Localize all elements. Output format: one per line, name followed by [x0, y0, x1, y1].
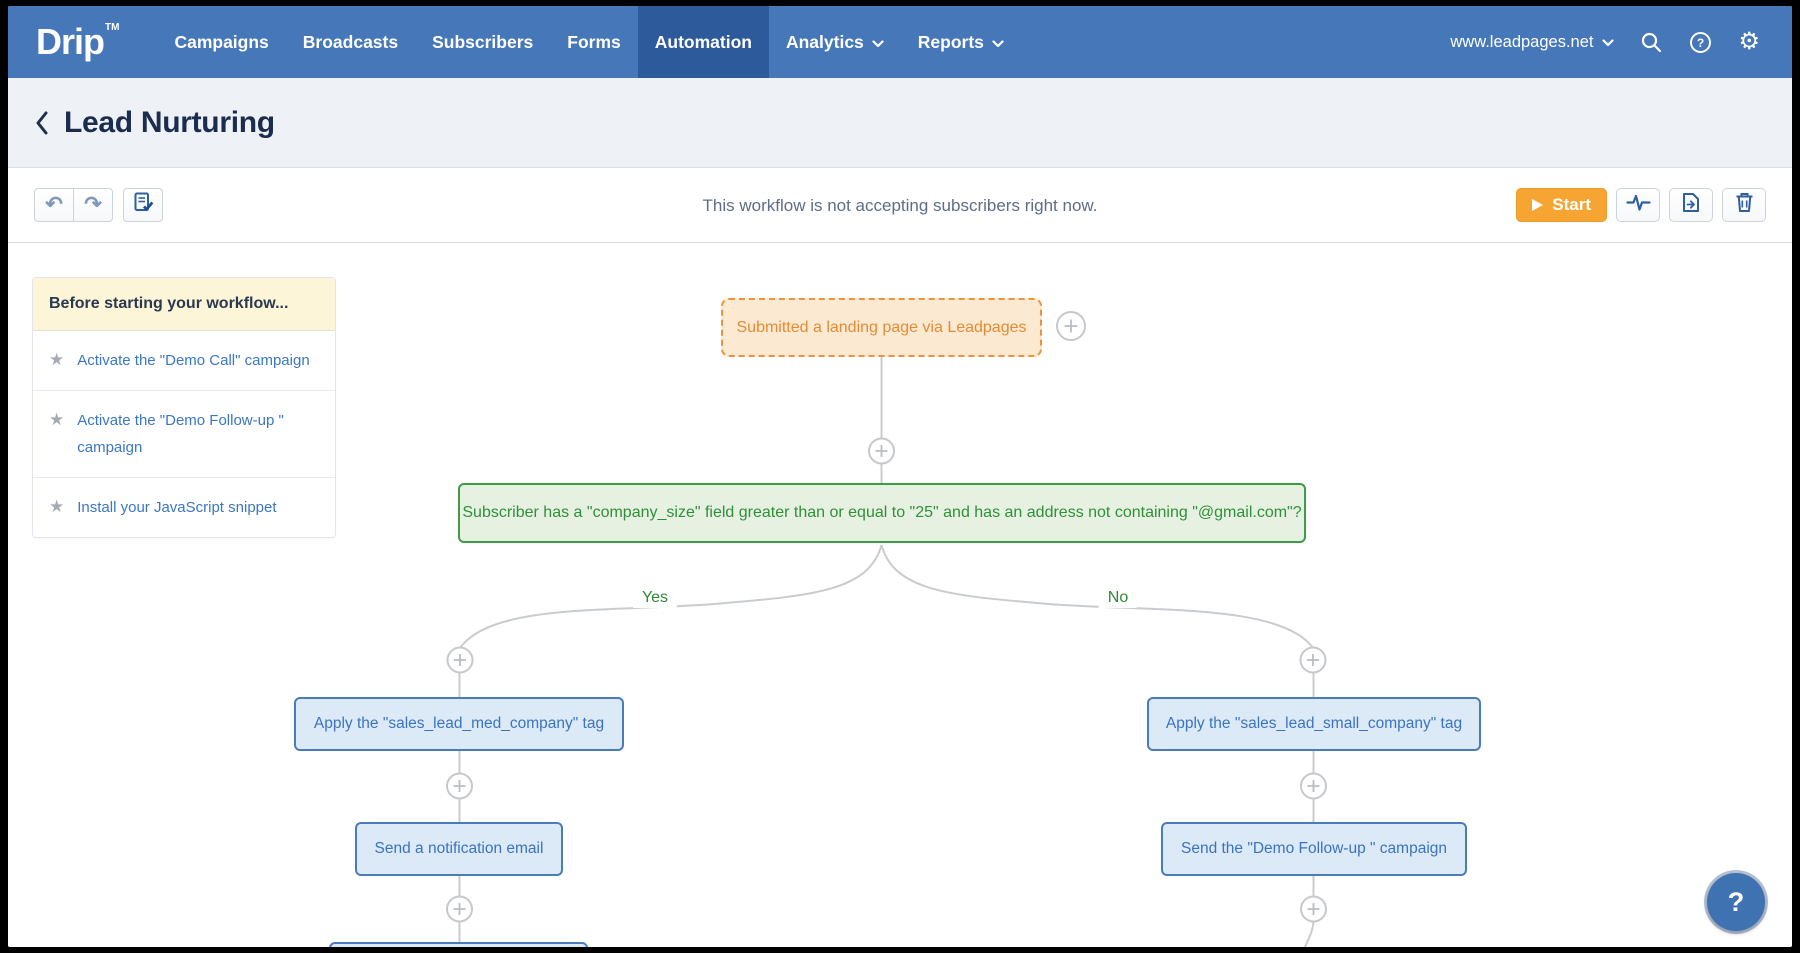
- delete-button[interactable]: [1722, 188, 1766, 222]
- add-step-button[interactable]: [446, 646, 474, 674]
- brand-trademark: TM: [105, 22, 120, 33]
- condition-node[interactable]: Subscriber has a "company_size" field gr…: [458, 483, 1306, 543]
- undo-button[interactable]: ↶: [34, 188, 74, 222]
- checklist-link[interactable]: Activate the "Demo Call" campaign: [77, 352, 310, 369]
- add-step-button[interactable]: [1299, 646, 1327, 674]
- nav-item-analytics[interactable]: Analytics: [769, 6, 901, 78]
- action-node-apply-tag-med[interactable]: Apply the "sales_lead_med_company" tag: [294, 697, 624, 751]
- page-title: Lead Nurturing: [64, 105, 275, 139]
- checklist-item[interactable]: ★ Activate the "Demo Follow-up " campaig…: [33, 391, 335, 478]
- nav-utilities: www.leadpages.net ? ⚙: [1450, 30, 1792, 54]
- start-button[interactable]: Start: [1516, 188, 1607, 222]
- toolbar-left-group: ↶ ↷: [34, 188, 163, 222]
- top-nav: Drip TM Campaigns Broadcasts Subscribers…: [8, 6, 1792, 78]
- nav-item-reports[interactable]: Reports: [901, 6, 1021, 78]
- chevron-down-icon: [872, 32, 884, 53]
- help-icon[interactable]: ?: [1689, 31, 1712, 54]
- drip-logo[interactable]: Drip TM: [8, 6, 157, 78]
- add-step-button[interactable]: [1300, 895, 1327, 923]
- checklist-item[interactable]: ★ Activate the "Demo Call" campaign: [33, 331, 335, 391]
- chevron-down-icon: [1602, 33, 1615, 52]
- checklist-item[interactable]: ★ Install your JavaScript snippet: [33, 478, 335, 537]
- action-node-partial[interactable]: [329, 942, 588, 947]
- action-node-apply-tag-small[interactable]: Apply the "sales_lead_small_company" tag: [1147, 697, 1481, 751]
- trash-icon: [1735, 192, 1754, 218]
- activity-button[interactable]: [1616, 188, 1660, 222]
- branch-label-yes: Yes: [632, 588, 678, 608]
- undo-icon: ↶: [45, 193, 63, 216]
- search-icon[interactable]: [1640, 31, 1663, 54]
- action-node-send-notification[interactable]: Send a notification email: [355, 822, 563, 876]
- page-header: Lead Nurturing: [8, 78, 1792, 168]
- checklist-link[interactable]: Activate the "Demo Follow-up " campaign: [77, 412, 284, 456]
- brand-name: Drip: [36, 21, 105, 62]
- trigger-node[interactable]: Submitted a landing page via Leadpages: [721, 298, 1042, 357]
- back-button[interactable]: [34, 110, 50, 136]
- checklist-button[interactable]: [123, 188, 163, 222]
- workflow-toolbar: ↶ ↷ This workflow is not accepting subsc…: [8, 169, 1792, 243]
- star-icon: ★: [49, 410, 65, 429]
- onboarding-checklist-panel: Before starting your workflow... ★ Activ…: [32, 277, 336, 538]
- branch-label-no: No: [1098, 588, 1138, 608]
- workflow-canvas: Before starting your workflow... ★ Activ…: [8, 243, 1792, 947]
- nav-item-automation[interactable]: Automation: [637, 6, 769, 78]
- gear-icon[interactable]: ⚙: [1738, 28, 1760, 55]
- redo-icon: ↷: [84, 193, 102, 216]
- nav-item-campaigns[interactable]: Campaigns: [174, 31, 269, 52]
- star-icon: ★: [49, 350, 65, 369]
- nav-item-forms[interactable]: Forms: [567, 31, 621, 52]
- redo-button[interactable]: ↷: [73, 188, 113, 222]
- add-step-button[interactable]: [1300, 772, 1327, 800]
- help-fab-button[interactable]: ?: [1707, 873, 1765, 931]
- play-icon: [1532, 199, 1544, 211]
- add-trigger-button[interactable]: [1056, 311, 1086, 341]
- add-step-button[interactable]: [446, 895, 473, 923]
- undo-redo-group: ↶ ↷: [34, 188, 113, 222]
- add-step-button[interactable]: [446, 772, 473, 800]
- chevron-down-icon: [992, 32, 1004, 53]
- checklist-title: Before starting your workflow...: [33, 278, 335, 331]
- nav-item-broadcasts[interactable]: Broadcasts: [302, 31, 399, 52]
- workflow-connectors: [446, 311, 1327, 947]
- question-mark-icon: ?: [1727, 886, 1745, 917]
- export-document-icon: [1681, 192, 1701, 218]
- add-step-button[interactable]: [868, 437, 895, 465]
- app-window: Drip TM Campaigns Broadcasts Subscribers…: [8, 6, 1792, 947]
- checklist-link[interactable]: Install your JavaScript snippet: [77, 499, 277, 516]
- checklist-icon: [133, 192, 154, 218]
- nav-item-subscribers[interactable]: Subscribers: [432, 31, 534, 52]
- pulse-icon: [1625, 193, 1651, 217]
- action-node-send-campaign[interactable]: Send the "Demo Follow-up " campaign: [1161, 822, 1467, 876]
- svg-text:?: ?: [1697, 36, 1704, 50]
- account-switcher[interactable]: www.leadpages.net: [1450, 33, 1615, 52]
- nav-menu: Campaigns Broadcasts Subscribers Forms A…: [157, 6, 1020, 78]
- export-button[interactable]: [1669, 188, 1713, 222]
- toolbar-right-group: Start: [1516, 188, 1766, 222]
- star-icon: ★: [49, 497, 65, 516]
